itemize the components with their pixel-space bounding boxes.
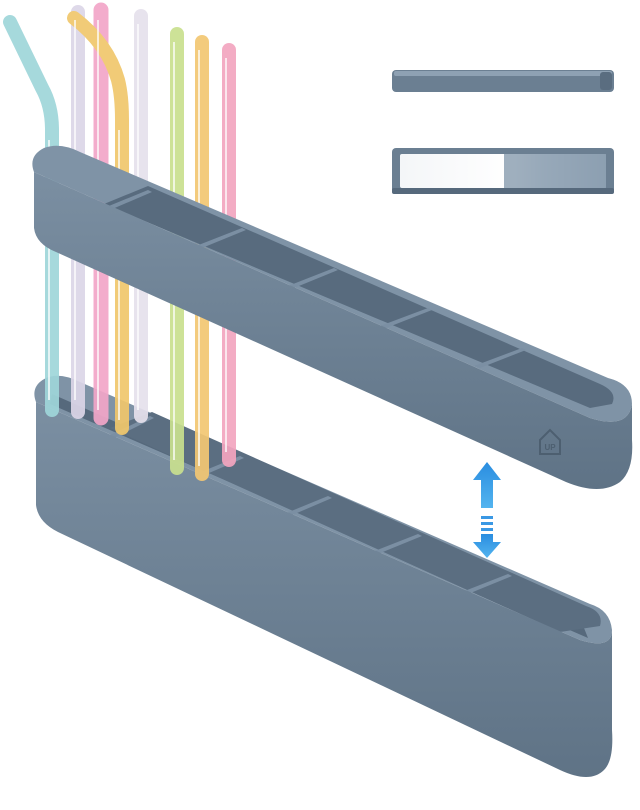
cross-section-closed — [392, 70, 614, 92]
upper-tray-cavity — [104, 186, 614, 408]
emboss-label: UP — [544, 443, 556, 452]
straw-yellow-bent — [67, 11, 129, 435]
upper-tray-face — [34, 172, 633, 489]
lower-tray-cavity-floor — [110, 412, 601, 632]
straw-teal-bent — [3, 15, 59, 417]
upper-tray-dividers — [104, 190, 526, 368]
lower-tray-face — [36, 402, 613, 777]
cross-section-open — [392, 148, 614, 194]
up-house-icon: UP — [539, 428, 561, 455]
upper-tray: UP — [32, 145, 633, 489]
vertical-double-arrow-icon — [473, 462, 501, 558]
